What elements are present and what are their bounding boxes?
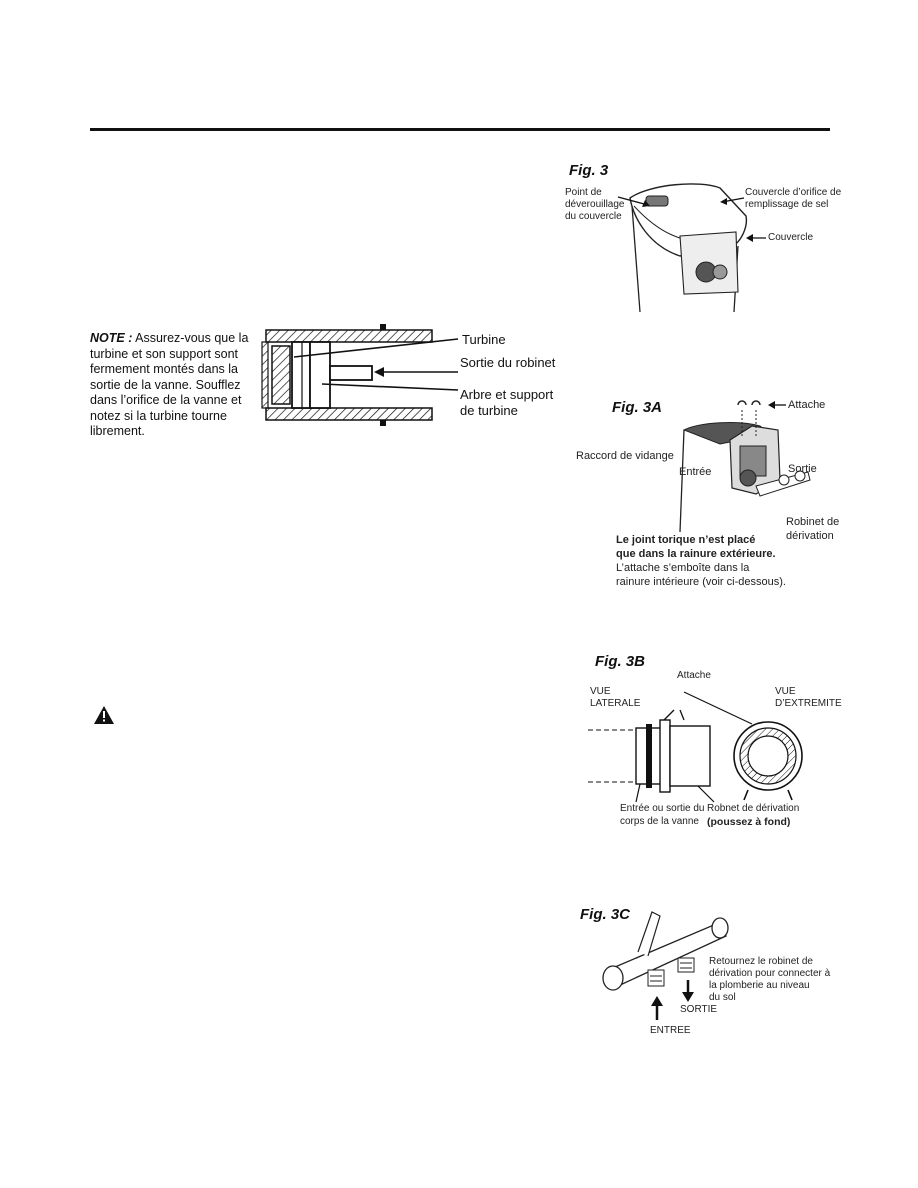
fig3c-note-l2: dérivation pour connecter à [709, 968, 831, 979]
fig3a-oring-l1: Le joint torique n’est placé [616, 534, 756, 546]
fig3-salt-l2: remplissage de sel [745, 199, 829, 210]
fig3-unlock-arrow [617, 196, 650, 207]
fig3a-bypass-l2: dérivation [786, 530, 834, 542]
fig3-salt-l1: Couvercle d’orifice de [745, 187, 842, 198]
header-rule [90, 128, 830, 131]
fig3c-outlet-arrow-icon [682, 980, 694, 1002]
fig3-cover-arrow [746, 234, 766, 242]
fig3a-outlet: Sortie [788, 463, 817, 475]
fig3b-body-l1: Entrée ou sortie du [620, 803, 705, 814]
turbine-note: NOTE : Assurez-vous que la turbine et so… [90, 331, 262, 440]
fig3a-drain: Raccord de vidange [576, 450, 674, 462]
fig3a-inlet: Entrée [679, 466, 712, 478]
fig3-unlock-l3: du couvercle [565, 211, 622, 222]
fig3c-title: Fig. 3C [580, 906, 631, 923]
fig3a-clip-arrow [768, 401, 786, 409]
shaft-label-line1: Arbre et support [460, 387, 554, 402]
fig3a-valve-illustration [679, 400, 811, 533]
fig3-cover: Couvercle [768, 232, 814, 243]
fig3a-clip: Attache [788, 399, 826, 411]
warning-triangle-icon [94, 706, 114, 724]
note-text: Assurez-vous que la turbine et son suppo… [90, 331, 249, 438]
fig3b-title: Fig. 3B [595, 653, 646, 670]
fig3a-oring-l2: que dans la rainure extérieure. [616, 548, 776, 560]
fig3b-side-l2: LATERALE [590, 698, 641, 709]
fig3c-bypass-valve-illustration [602, 911, 729, 991]
fig3-salt-arrow [720, 197, 745, 205]
fig3c-note-l1: Retournez le robinet de [709, 956, 813, 967]
fig3-softener-illustration [629, 183, 748, 313]
fig3b-body-l2: corps de la vanne [620, 816, 699, 827]
fig3-title: Fig. 3 [569, 162, 609, 179]
fig3c-note-l3: la plomberie au niveau [709, 980, 810, 991]
outlet-label: Sortie du robinet [460, 355, 556, 370]
fig3a-title: Fig. 3A [612, 399, 663, 416]
fig3c-inlet-arrow-icon [651, 996, 663, 1020]
fig3c-inlet: ENTREE [650, 1025, 691, 1036]
fig3b-end-l1: VUE [775, 686, 796, 697]
fig3a-clip-note-l2: rainure intérieure (voir ci-dessous). [616, 576, 786, 588]
fig3-unlock-l2: déverouillage [565, 199, 625, 210]
note-label: NOTE : [90, 331, 133, 345]
fig3b-coupling-diagram [588, 691, 803, 803]
fig3b-clip: Attache [677, 670, 711, 681]
fig3-unlock-l1: Point de [565, 187, 602, 198]
fig3a-clip-note-l1: L’attache s’emboîte dans la [616, 562, 750, 574]
fig3c-outlet: SORTIE [680, 1004, 718, 1015]
shaft-label-line2: de turbine [460, 403, 518, 418]
fig3a-bypass-l1: Robinet de [786, 516, 840, 528]
turbine-diagram [261, 324, 459, 426]
fig3b-bypass-l2: (poussez à fond) [707, 816, 791, 828]
fig3b-end-l2: D’EXTREMITE [775, 698, 842, 709]
turbine-label: Turbine [462, 332, 506, 347]
fig3b-side-l1: VUE [590, 686, 611, 697]
fig3c-note-l4: du sol [709, 992, 736, 1003]
fig3b-bypass-l1: Robnet de dérivation [707, 803, 800, 814]
